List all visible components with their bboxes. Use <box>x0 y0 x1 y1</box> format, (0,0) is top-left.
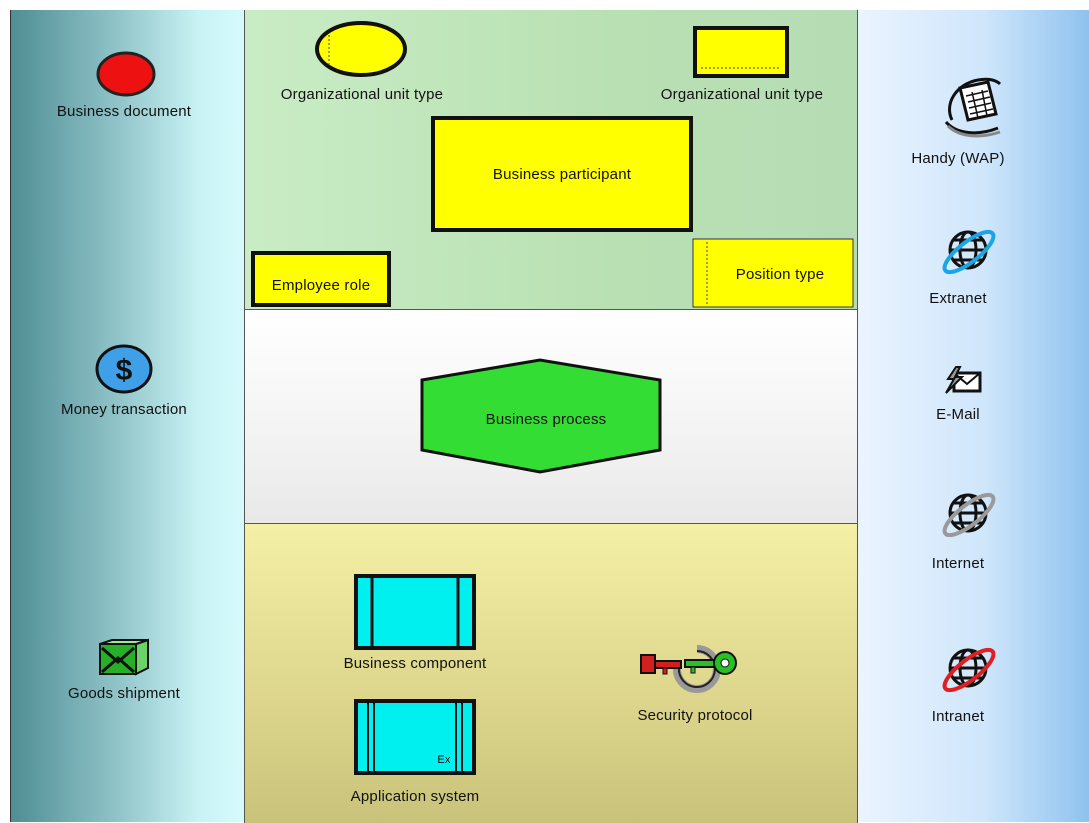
intranet-icon[interactable] <box>938 640 1000 705</box>
business-component-shape[interactable] <box>354 574 476 655</box>
internet-label: Internet <box>931 555 985 572</box>
business-process-label: Business process <box>485 411 607 428</box>
security-protocol-label: Security protocol <box>637 707 753 724</box>
goods-shipment-icon[interactable] <box>96 638 154 683</box>
org-unit-type-ellipse-label: Organizational unit type <box>280 86 444 103</box>
left-channel-panel: Business document $ Money transaction Go… <box>10 10 244 822</box>
org-unit-type-ellipse-shape[interactable] <box>315 21 407 82</box>
extranet-icon[interactable] <box>938 222 1000 287</box>
security-protocol-icon[interactable] <box>639 641 749 698</box>
money-transaction-icon[interactable]: $ <box>95 344 153 399</box>
org-unit-type-rect-label: Organizational unit type <box>660 86 824 103</box>
position-type-shape[interactable] <box>692 238 854 313</box>
internet-icon[interactable] <box>938 485 1000 550</box>
extranet-label: Extranet <box>929 290 987 307</box>
process-zone: Business process <box>244 310 858 524</box>
application-system-badge: Ex <box>437 754 451 766</box>
business-participant-shape[interactable] <box>431 116 693 237</box>
business-document-icon[interactable] <box>96 51 156 102</box>
business-component-label: Business component <box>343 655 487 672</box>
email-icon[interactable] <box>942 365 982 402</box>
application-system-shape[interactable] <box>354 699 476 780</box>
application-zone: Business component Ex Application system <box>244 524 858 823</box>
svg-text:$: $ <box>116 354 133 387</box>
employee-role-label: Employee role <box>271 277 371 294</box>
goods-shipment-label: Goods shipment <box>67 685 181 702</box>
intranet-label: Intranet <box>931 708 985 725</box>
business-participant-label: Business participant <box>492 166 632 183</box>
money-transaction-label: Money transaction <box>61 401 187 418</box>
org-unit-type-rect-shape[interactable] <box>693 26 789 83</box>
position-type-label: Position type <box>735 266 825 283</box>
organization-zone: Organizational unit type Organizational … <box>244 10 858 310</box>
handy-wap-icon[interactable] <box>938 74 1010 145</box>
business-document-label: Business document <box>56 103 192 120</box>
email-label: E-Mail <box>936 406 980 423</box>
business-process-shape[interactable] <box>416 358 664 481</box>
handy-wap-label: Handy (WAP) <box>911 150 1005 167</box>
right-channel-panel: Handy (WAP) Extranet E-Mail <box>858 10 1089 822</box>
employee-role-shape[interactable] <box>251 251 391 312</box>
application-system-label: Application system <box>350 788 480 805</box>
